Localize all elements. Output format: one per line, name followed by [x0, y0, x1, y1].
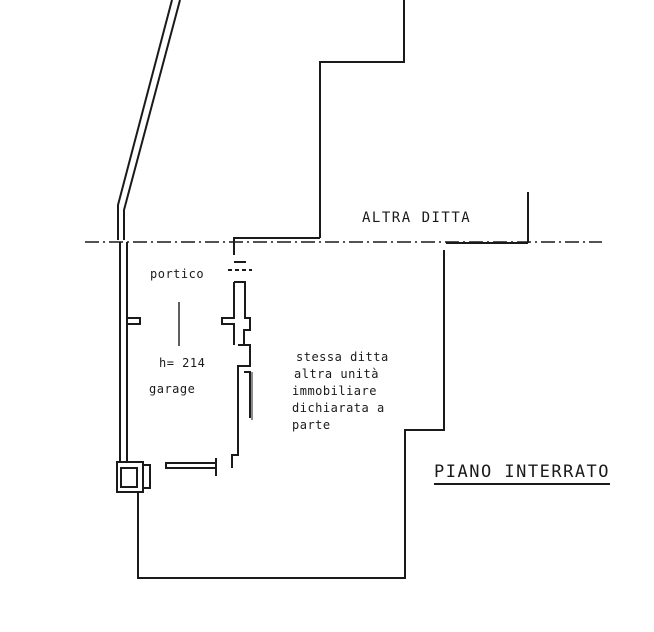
- neighbor-outline: [319, 0, 405, 238]
- garage-label: garage: [149, 382, 196, 396]
- neighbor-label: ALTRA DITTA: [362, 210, 472, 226]
- other-unit-line: altra unità: [294, 367, 379, 381]
- wall-pier: [127, 317, 141, 325]
- corner-column: [116, 461, 144, 493]
- basement-outline: [233, 237, 320, 255]
- other-unit-line: parte: [292, 418, 331, 432]
- other-unit-line: dichiarata a: [292, 401, 385, 415]
- corner-column: [120, 467, 138, 488]
- divider-wall: [221, 282, 235, 345]
- other-unit-note: stessa ditta altra unità immobiliare dic…: [292, 349, 389, 434]
- ramp-wall: [117, 0, 173, 240]
- basement-outline: [137, 250, 445, 579]
- portico-label: portico: [150, 267, 205, 281]
- corner-column: [143, 464, 151, 489]
- floor-title: PIANO INTERRATO: [434, 462, 611, 485]
- height-label: h= 214: [159, 356, 206, 370]
- ramp-wall: [123, 0, 181, 240]
- other-unit-line: immobiliare: [292, 384, 377, 398]
- garage-door: [165, 462, 217, 469]
- other-unit-line: stessa ditta: [296, 350, 389, 364]
- divider-wall: [244, 371, 251, 418]
